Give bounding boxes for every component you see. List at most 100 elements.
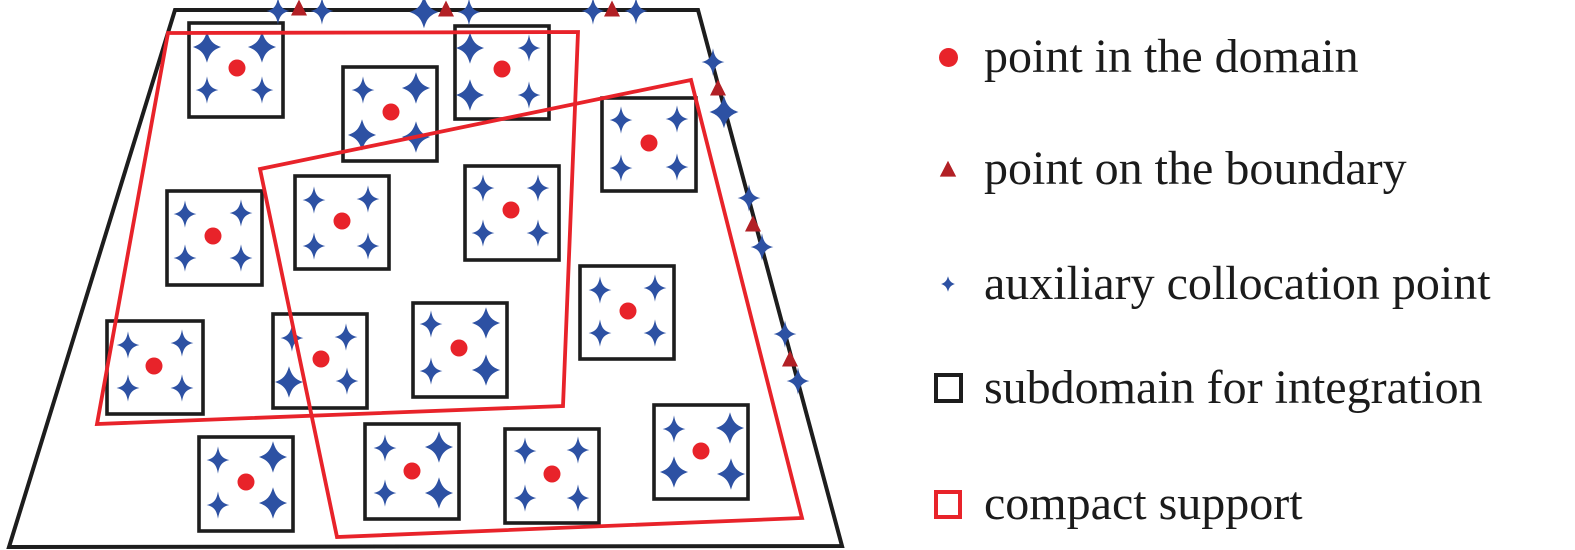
legend-row-subdomain-square: subdomain for integration [918,358,1483,418]
auxiliary-collocation-point [566,484,590,512]
subdomain-square [187,21,285,119]
boundary-point-icon [918,160,978,178]
auxiliary-collocation-point [609,106,633,134]
auxiliary-collocation-point [173,200,197,228]
auxiliary-collocation-point [471,354,501,386]
auxiliary-collocation-point [665,105,689,133]
compact-support-polygon [94,30,580,426]
subdomain-square [197,435,295,533]
auxiliary-collocation-point-icon [918,275,978,293]
auxiliary-collocation-point [517,34,541,62]
subdomain-square [503,427,601,525]
auxiliary-collocation-point [347,119,377,151]
auxiliary-collocation-point [229,199,253,227]
subdomain-square [271,312,369,410]
auxiliary-collocation-point [716,458,746,490]
auxiliary-collocation-point [419,357,443,385]
subdomain-square [600,96,698,193]
auxiliary-collocation-point [588,319,612,347]
domain-point [204,227,222,245]
boundary-point [291,0,307,16]
auxiliary-collocation-point [665,153,689,181]
auxiliary-collocation-point [715,412,745,444]
auxiliary-collocation-point [116,331,140,359]
auxiliary-collocation-point [280,324,304,352]
auxiliary-collocation-point [206,491,230,519]
auxiliary-collocation-point [373,434,397,462]
auxiliary-collocation-point [274,366,304,398]
domain-point [403,462,421,480]
auxiliary-collocation-point [206,446,230,474]
domain-point [333,212,351,230]
domain-point [450,339,468,357]
auxiliary-collocation-point [471,174,495,202]
auxiliary-collocation-point [566,436,590,464]
auxiliary-collocation-point [116,374,140,402]
auxiliary-collocation-point [334,323,358,351]
subdomain-square [165,189,264,287]
auxiliary-collocation-point [581,0,605,25]
auxiliary-collocation-point [424,431,454,463]
auxiliary-collocation-point [302,186,326,214]
subdomain-square [341,65,439,163]
legend-label: subdomain for integration [984,361,1483,414]
auxiliary-collocation-point [401,72,431,104]
legend-row-boundary-point: point on the boundary [918,139,1407,199]
compact-support-square-icon [918,489,978,519]
auxiliary-collocation-point [709,95,739,129]
auxiliary-collocation-point [310,0,334,25]
domain-point [237,473,255,491]
auxiliary-collocation-point [229,244,253,272]
auxiliary-collocation-point [513,484,537,512]
auxiliary-collocation-point [419,310,443,338]
subdomain-square [363,422,461,521]
subdomain-square [293,174,391,271]
legend-label: auxiliary collocation point [984,257,1491,310]
subdomain-square-icon [918,373,978,403]
auxiliary-collocation-point [424,477,454,509]
auxiliary-collocation-point [643,274,667,302]
domain-point [619,302,637,320]
domain-point [312,350,330,368]
subdomain-square [652,403,750,501]
auxiliary-collocation-point [513,437,537,465]
legend-label: compact support [984,477,1303,530]
subdomain-square [463,164,561,262]
auxiliary-collocation-point [170,329,194,357]
legend-label: point in the domain [984,30,1359,83]
auxiliary-collocation-point [373,479,397,507]
legend-row-domain-point: point in the domain [918,27,1359,87]
auxiliary-collocation-point [786,367,810,395]
subdomain-square [411,301,509,399]
auxiliary-collocation-point [624,0,648,25]
boundary-point [438,0,454,17]
auxiliary-collocation-point [701,48,725,76]
auxiliary-collocation-point [258,487,288,519]
auxiliary-collocation-point [266,0,290,25]
auxiliary-collocation-point [659,456,689,488]
auxiliary-collocation-point [258,441,288,473]
legend-row-auxiliary-collocation-point: auxiliary collocation point [918,254,1491,314]
subdomain-square [578,264,676,361]
domain-point [493,60,511,78]
domain-point [502,201,520,219]
boundary-point [710,79,726,96]
domain-point-icon [918,47,978,67]
auxiliary-collocation-point [526,219,550,247]
boundary-point [604,0,620,17]
domain-point [692,442,710,460]
auxiliary-collocation-point [351,76,375,104]
auxiliary-collocation-point [457,0,481,26]
domain-diagram [6,0,845,550]
auxiliary-collocation-point [517,81,541,109]
auxiliary-collocation-point [302,232,326,260]
auxiliary-collocation-point [471,307,501,339]
auxiliary-collocation-point [173,244,197,272]
auxiliary-collocation-point [170,374,194,402]
auxiliary-collocation-point [409,0,439,29]
auxiliary-collocation-point [643,319,667,347]
auxiliary-collocation-point [750,233,774,261]
auxiliary-collocation-point [662,415,686,443]
domain-point [228,59,246,77]
auxiliary-collocation-point [247,31,277,63]
